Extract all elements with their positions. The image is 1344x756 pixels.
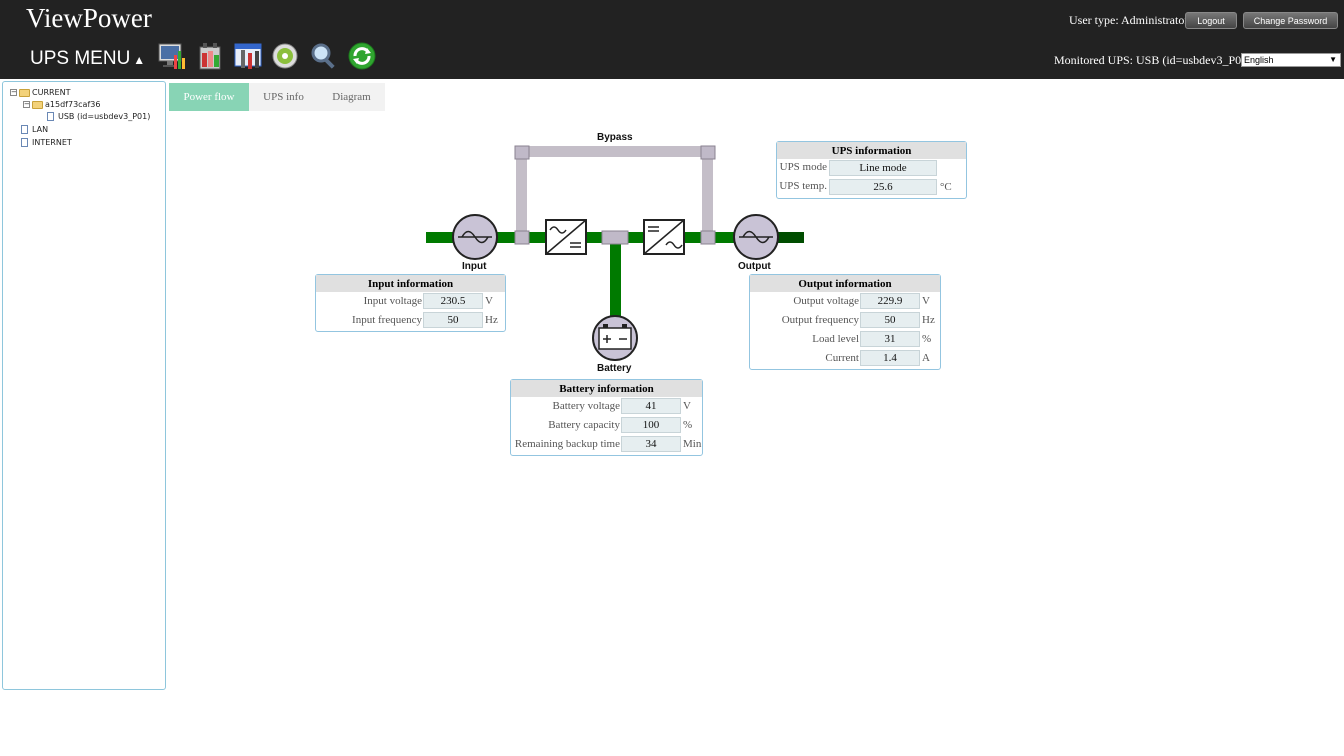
user-type-label: User type: Administrator bbox=[1069, 13, 1189, 27]
output-voltage-value: 229.9 bbox=[860, 293, 920, 309]
battery-capacity-label: Battery capacity bbox=[548, 419, 620, 431]
search-icon[interactable] bbox=[309, 41, 339, 71]
bypass-line bbox=[516, 146, 714, 157]
current-unit: A bbox=[922, 352, 930, 364]
tab-ups-info[interactable]: UPS info bbox=[249, 83, 318, 111]
battery-config-icon[interactable] bbox=[196, 41, 226, 71]
folder-icon bbox=[19, 88, 30, 97]
tab-diagram[interactable]: Diagram bbox=[318, 83, 385, 111]
dc-bus-connector bbox=[601, 230, 629, 245]
document-icon bbox=[47, 112, 54, 121]
input-frequency-label: Input frequency bbox=[352, 314, 422, 326]
logout-button[interactable]: Logout bbox=[1185, 12, 1237, 29]
output-frequency-unit: Hz bbox=[922, 314, 935, 326]
output-voltage-label: Output voltage bbox=[793, 295, 859, 307]
tree-node-internet[interactable]: INTERNET bbox=[21, 138, 72, 147]
load-level-label: Load level bbox=[812, 333, 859, 345]
battery-information-panel: Battery information Battery voltage 41 V… bbox=[510, 379, 703, 456]
folder-icon bbox=[32, 100, 43, 109]
refresh-icon[interactable] bbox=[347, 41, 377, 71]
panel-title: UPS information bbox=[777, 142, 966, 159]
backup-time-unit: Min bbox=[683, 438, 702, 450]
ups-temp-label: UPS temp. bbox=[779, 180, 827, 192]
tree-label-device: USB (id=usbdev3_P01) bbox=[58, 112, 151, 121]
tree-node-lan[interactable]: LAN bbox=[21, 125, 48, 134]
current-label: Current bbox=[825, 352, 859, 364]
document-icon bbox=[21, 138, 28, 147]
input-voltage-unit: V bbox=[485, 295, 493, 307]
tree-node-current[interactable]: − CURRENT bbox=[10, 88, 70, 97]
ups-temp-unit: °C bbox=[940, 181, 952, 193]
battery-capacity-unit: % bbox=[683, 419, 693, 431]
battery-capacity-value: 100 bbox=[621, 417, 681, 433]
tree-label-lan: LAN bbox=[32, 125, 49, 134]
app-title: ViewPower bbox=[26, 3, 152, 33]
battery-voltage-label: Battery voltage bbox=[552, 400, 620, 412]
tools-settings-icon[interactable] bbox=[233, 41, 263, 71]
tree-label-current: CURRENT bbox=[32, 88, 71, 97]
output-line bbox=[774, 232, 804, 243]
input-frequency-unit: Hz bbox=[485, 314, 498, 326]
junction-connector bbox=[514, 230, 530, 245]
load-level-unit: % bbox=[922, 333, 932, 345]
tree-node-device[interactable]: USB (id=usbdev3_P01) bbox=[47, 112, 150, 121]
monitor-chart-icon[interactable] bbox=[157, 41, 187, 71]
bypass-label: Bypass bbox=[597, 132, 633, 143]
battery-label: Battery bbox=[597, 363, 632, 374]
tree-label-internet: INTERNET bbox=[32, 138, 72, 147]
change-password-button[interactable]: Change Password bbox=[1243, 12, 1338, 29]
ups-information-panel: UPS information UPS mode Line mode UPS t… bbox=[776, 141, 967, 199]
device-tree-panel: −CURRENT −a15df73caf36 USB (id=usbdev3_P… bbox=[2, 81, 166, 690]
input-voltage-label: Input voltage bbox=[363, 295, 422, 307]
tree-node-host[interactable]: − a15df73caf36 bbox=[23, 100, 100, 109]
backup-time-label: Remaining backup time bbox=[514, 438, 620, 450]
output-frequency-label: Output frequency bbox=[781, 314, 859, 326]
battery-voltage-value: 41 bbox=[621, 398, 681, 414]
junction-connector bbox=[514, 145, 530, 160]
panel-title: Output information bbox=[750, 275, 940, 292]
ups-menu-toggle[interactable]: UPS MENU▲ bbox=[30, 48, 145, 70]
output-frequency-value: 50 bbox=[860, 312, 920, 328]
ups-mode-label: UPS mode bbox=[779, 161, 827, 173]
current-value: 1.4 bbox=[860, 350, 920, 366]
language-select[interactable]: English ▼ bbox=[1241, 53, 1341, 67]
ups-mode-value: Line mode bbox=[829, 160, 937, 176]
ups-temp-value: 25.6 bbox=[829, 179, 937, 195]
output-label: Output bbox=[738, 261, 771, 272]
junction-connector bbox=[700, 145, 716, 160]
backup-time-value: 34 bbox=[621, 436, 681, 452]
bypass-line-left bbox=[516, 146, 527, 238]
monitored-ups-label: Monitored UPS: USB (id=usbdev3_P01) bbox=[1054, 53, 1252, 67]
header-bar: ViewPower UPS MENU▲ User type: Administr… bbox=[0, 0, 1344, 79]
tree-label-host: a15df73caf36 bbox=[45, 100, 101, 109]
battery-voltage-unit: V bbox=[683, 400, 691, 412]
input-frequency-value: 50 bbox=[423, 312, 483, 328]
input-voltage-value: 230.5 bbox=[423, 293, 483, 309]
chevron-down-icon: ▼ bbox=[1329, 55, 1337, 64]
junction-connector bbox=[700, 230, 716, 245]
battery-line bbox=[610, 243, 621, 318]
ups-menu-label: UPS MENU bbox=[30, 48, 131, 69]
language-selected: English bbox=[1244, 55, 1274, 65]
tab-power-flow[interactable]: Power flow bbox=[169, 83, 249, 111]
input-information-panel: Input information Input voltage 230.5 V … bbox=[315, 274, 506, 332]
bypass-line-right bbox=[702, 146, 713, 238]
output-information-panel: Output information Output voltage 229.9 … bbox=[749, 274, 941, 370]
document-icon bbox=[21, 125, 28, 134]
panel-title: Input information bbox=[316, 275, 505, 292]
gear-icon[interactable] bbox=[271, 41, 301, 71]
tab-bar: Power flow UPS info Diagram bbox=[169, 83, 385, 111]
input-label: Input bbox=[462, 261, 487, 272]
triangle-up-icon: ▲ bbox=[133, 53, 146, 67]
load-level-value: 31 bbox=[860, 331, 920, 347]
panel-title: Battery information bbox=[511, 380, 702, 397]
collapse-icon[interactable]: − bbox=[23, 100, 30, 108]
collapse-icon[interactable]: − bbox=[10, 88, 17, 96]
output-voltage-unit: V bbox=[922, 295, 930, 307]
